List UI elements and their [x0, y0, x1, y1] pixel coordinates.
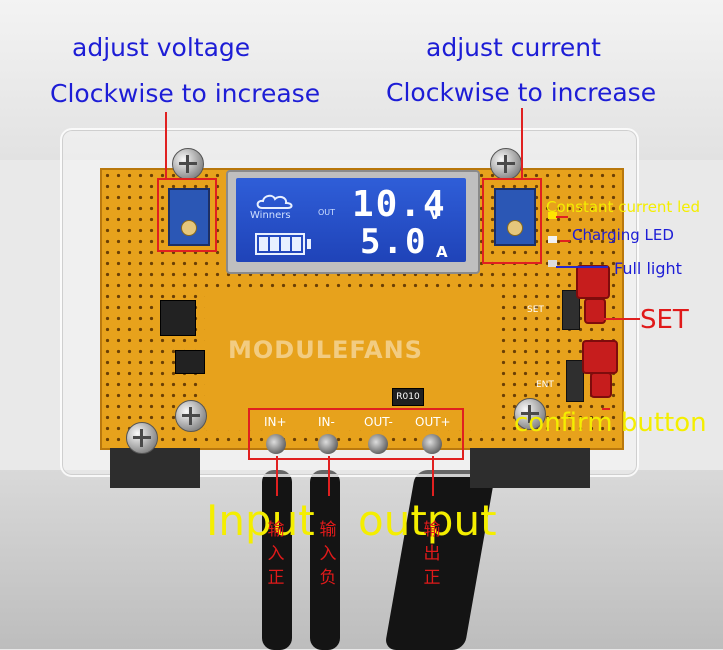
output-positive-cn-label: 输 出 正	[423, 520, 441, 588]
lcd-current-unit: A	[436, 243, 448, 261]
input-label: Input	[206, 496, 315, 545]
background-table	[0, 470, 723, 649]
output-label: output	[358, 496, 497, 545]
battery-tip-icon	[307, 239, 311, 249]
terminal-in-positive[interactable]	[266, 434, 286, 454]
input-negative-cn-label: 输 入 负	[319, 520, 337, 588]
current-pot-knob[interactable]	[507, 220, 523, 236]
confirm-button-label: confirm button	[514, 408, 707, 438]
full-light-led	[548, 260, 557, 267]
current-pot-highlight-box	[482, 178, 542, 264]
in-negative-pointer	[328, 456, 330, 496]
shunt-resistor: R010	[392, 388, 424, 406]
terminal-out-negative[interactable]	[368, 434, 388, 454]
pcb-center-area	[205, 290, 495, 430]
screw-bottom-left	[126, 422, 158, 454]
cc-led-pointer	[556, 216, 568, 218]
voltage-potentiometer[interactable]	[168, 188, 210, 246]
set-label: SET	[640, 305, 689, 335]
background-wall	[0, 0, 723, 160]
full-light-label: Full light	[614, 259, 682, 278]
charging-led-pointer	[560, 240, 570, 242]
terminal-label-out-positive: OUT+	[415, 415, 451, 429]
in-positive-pointer	[276, 456, 278, 496]
heatsink-right	[470, 448, 590, 488]
heatsink-left	[110, 448, 200, 488]
terminal-label-in-positive: IN+	[264, 415, 287, 429]
set-pointer	[604, 318, 640, 320]
ic-chip	[160, 300, 196, 336]
lcd-current-value: 5.0	[360, 222, 428, 262]
constant-current-led-label: Constant current led	[546, 198, 700, 216]
regulator-chip	[175, 350, 205, 374]
terminal-label-out-negative: OUT-	[364, 415, 393, 429]
confirm-button-base	[566, 360, 584, 402]
current-pointer-line	[521, 108, 523, 178]
set-silkscreen: SET	[527, 305, 544, 315]
battery-icon	[255, 233, 305, 255]
voltage-pot-knob[interactable]	[181, 220, 197, 236]
voltage-pot-highlight-box	[157, 178, 217, 252]
terminal-label-in-negative: IN-	[318, 415, 335, 429]
full-light-pointer	[556, 266, 608, 268]
current-potentiometer[interactable]	[494, 188, 536, 246]
input-positive-cable	[262, 470, 292, 650]
adjust-current-label: adjust current	[426, 33, 601, 62]
screw-top-left	[172, 148, 204, 180]
cloud-logo-icon	[256, 194, 293, 209]
set-button-cap[interactable]	[584, 298, 606, 324]
confirm-button[interactable]	[582, 340, 618, 374]
lcd-brand-text: Winners	[250, 210, 291, 221]
screw-top-right	[490, 148, 522, 180]
input-negative-cable	[310, 470, 340, 650]
set-button-base	[562, 290, 580, 330]
out-positive-pointer	[432, 456, 434, 496]
charging-led	[548, 236, 557, 243]
confirm-pointer	[602, 408, 610, 410]
voltage-pointer-line	[165, 112, 167, 178]
set-button[interactable]	[576, 265, 610, 299]
input-positive-cn-label: 输 入 正	[267, 520, 285, 588]
adjust-voltage-label: adjust voltage	[72, 33, 251, 62]
lcd-voltage-value: 10.4	[352, 184, 447, 225]
terminal-highlight-box	[248, 408, 464, 460]
screw-mid-left	[175, 400, 207, 432]
confirm-button-cap[interactable]	[590, 372, 612, 398]
ent-silkscreen: ENT	[536, 380, 554, 390]
charging-led-label: Charging LED	[572, 226, 674, 244]
lcd-voltage-unit: V	[429, 205, 441, 223]
terminal-in-negative[interactable]	[318, 434, 338, 454]
terminal-out-positive[interactable]	[422, 434, 442, 454]
constant-current-led	[548, 212, 557, 219]
watermark-text: MODULEFANS	[228, 336, 423, 364]
voltage-clockwise-label: Clockwise to increase	[50, 79, 321, 108]
lcd-out-label: OUT	[318, 208, 336, 217]
current-clockwise-label: Clockwise to increase	[386, 78, 657, 107]
screw-bottom-right	[514, 398, 546, 430]
